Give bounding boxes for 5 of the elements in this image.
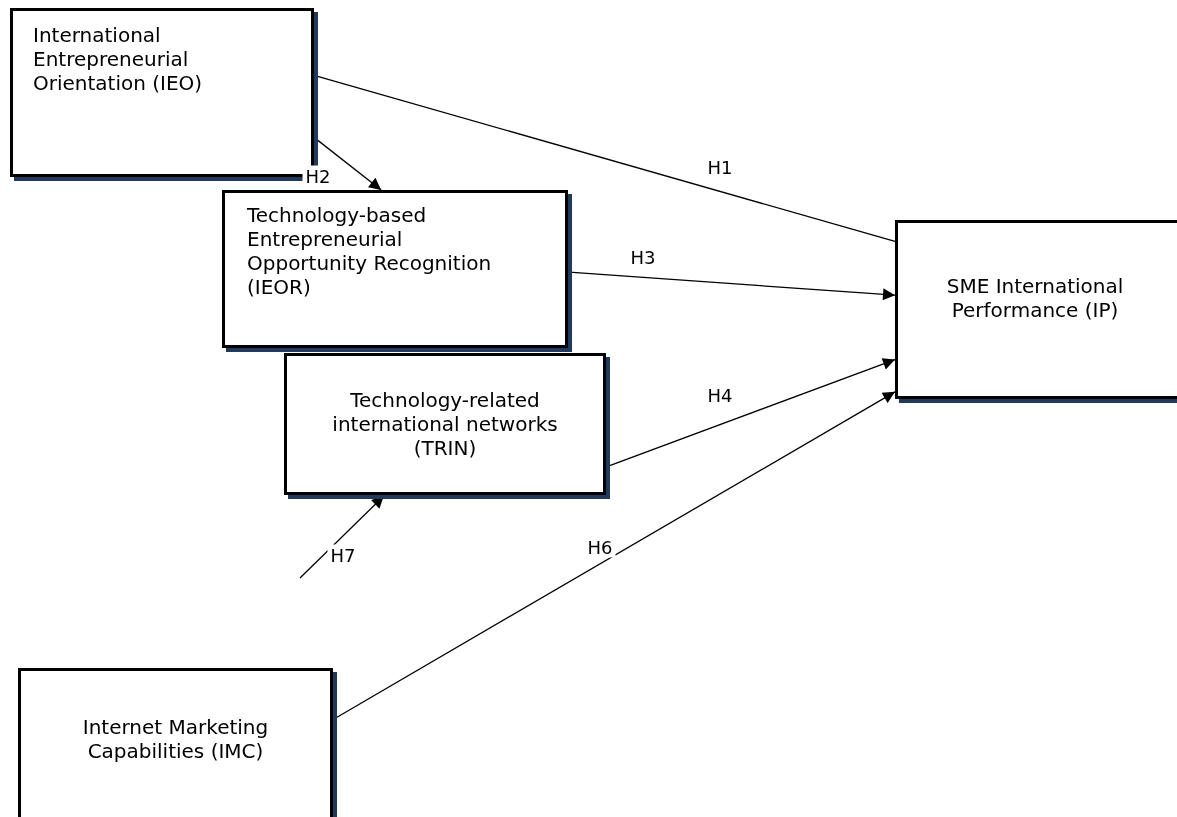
construct-label: Internet Marketing Capabilities (IMC) xyxy=(81,715,270,763)
construct-label: SME International Performance (IP) xyxy=(945,273,1125,322)
construct-label: Technology-based Entrepreneurial Opportunity Recognition (IEOR) xyxy=(247,203,493,299)
construct-label: International Entrepreneurial Orientation (IEO) xyxy=(33,23,204,95)
construct-label: Technology-related international networks (TRIN) xyxy=(331,388,559,460)
